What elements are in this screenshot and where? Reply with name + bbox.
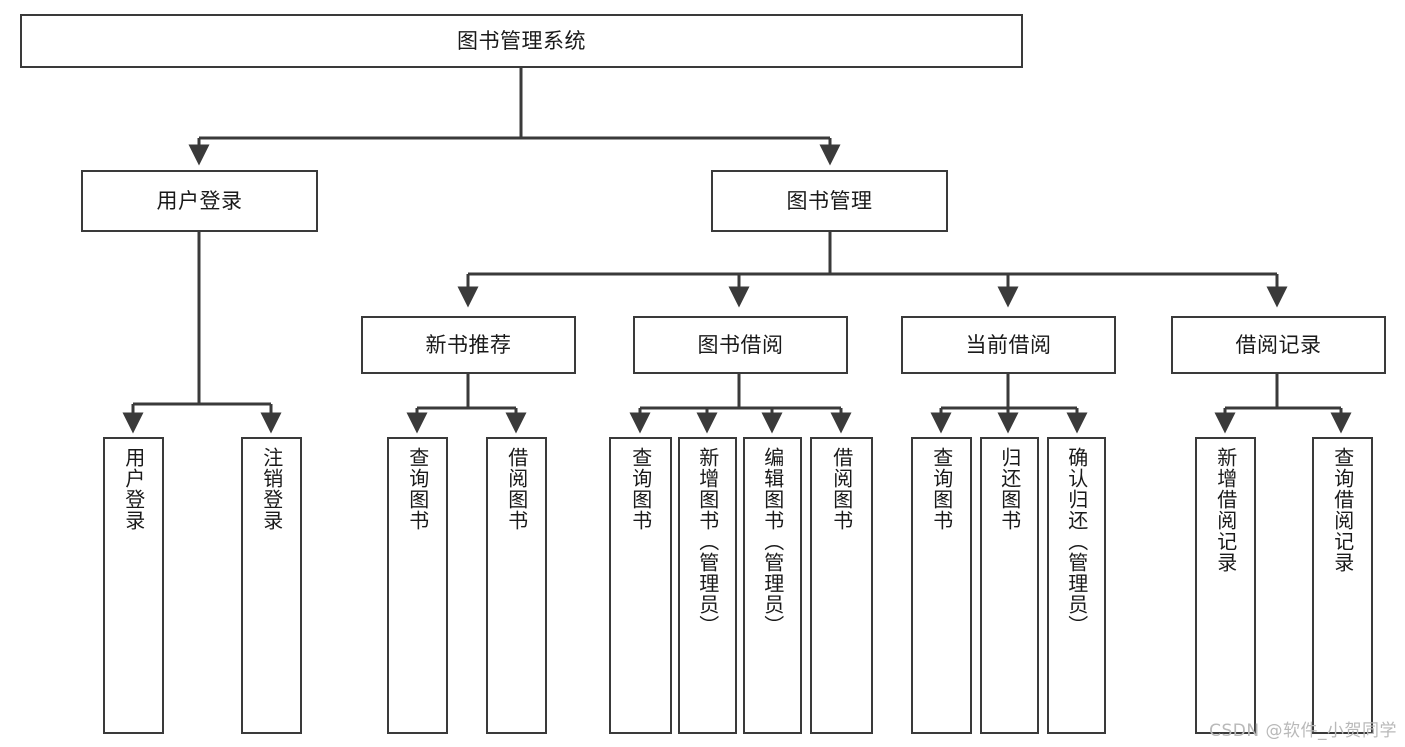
- leaf-add-book-admin[interactable]: 新增图书（管理员）: [678, 437, 737, 734]
- node-label: 图书借阅: [697, 332, 784, 357]
- node-label: 新增借阅记录: [1213, 447, 1238, 573]
- leaf-query-book-borrow[interactable]: 查询图书: [609, 437, 672, 734]
- node-label: 查询图书: [628, 447, 653, 531]
- node-label: 查询图书: [405, 447, 430, 531]
- leaf-query-book-recommend[interactable]: 查询图书: [387, 437, 448, 734]
- node-user-login[interactable]: 用户登录: [81, 170, 318, 232]
- node-new-book-recommend[interactable]: 新书推荐: [361, 316, 576, 374]
- node-label: 用户登录: [121, 447, 146, 531]
- node-label: 归还图书: [997, 447, 1022, 531]
- leaf-return-book[interactable]: 归还图书: [980, 437, 1039, 734]
- node-label: 查询借阅记录: [1330, 447, 1355, 573]
- node-label: 借阅图书: [504, 447, 529, 531]
- leaf-borrow-book-recommend[interactable]: 借阅图书: [486, 437, 547, 734]
- leaf-confirm-return-admin[interactable]: 确认归还（管理员）: [1047, 437, 1106, 734]
- node-label: 注销登录: [259, 447, 284, 531]
- leaf-logout-login[interactable]: 注销登录: [241, 437, 302, 734]
- node-label: 确认归还（管理员）: [1064, 447, 1089, 636]
- leaf-query-book-current[interactable]: 查询图书: [911, 437, 972, 734]
- node-borrow-record[interactable]: 借阅记录: [1171, 316, 1386, 374]
- node-label: 查询图书: [929, 447, 954, 531]
- node-label: 图书管理系统: [457, 28, 586, 53]
- leaf-user-login[interactable]: 用户登录: [103, 437, 164, 734]
- node-current-borrow[interactable]: 当前借阅: [901, 316, 1116, 374]
- leaf-add-borrow-record[interactable]: 新增借阅记录: [1195, 437, 1256, 734]
- leaf-borrow-book-borrow[interactable]: 借阅图书: [810, 437, 873, 734]
- node-label: 图书管理: [786, 188, 873, 213]
- node-label: 当前借阅: [965, 332, 1052, 357]
- leaf-edit-book-admin[interactable]: 编辑图书（管理员）: [743, 437, 802, 734]
- node-label: 用户登录: [156, 188, 243, 213]
- node-label: 借阅图书: [829, 447, 854, 531]
- node-label: 新书推荐: [425, 332, 512, 357]
- node-label: 新增图书（管理员）: [695, 447, 720, 636]
- watermark-text: CSDN @软件_小贺同学: [1209, 721, 1397, 741]
- node-root-system[interactable]: 图书管理系统: [20, 14, 1023, 68]
- leaf-query-borrow-record[interactable]: 查询借阅记录: [1312, 437, 1373, 734]
- node-label: 借阅记录: [1235, 332, 1322, 357]
- node-book-borrow[interactable]: 图书借阅: [633, 316, 848, 374]
- node-book-manage[interactable]: 图书管理: [711, 170, 948, 232]
- node-label: 编辑图书（管理员）: [760, 447, 785, 636]
